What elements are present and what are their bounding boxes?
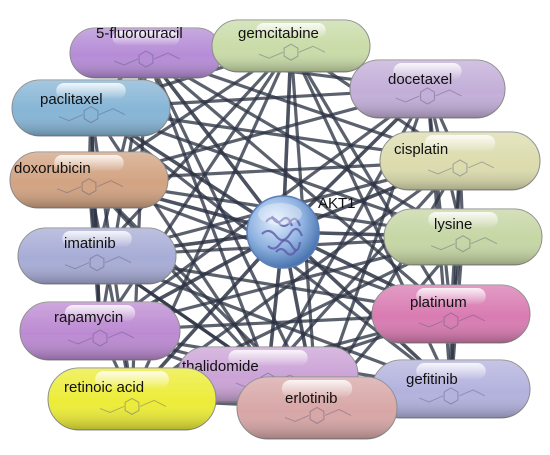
molecule-bond-icon <box>258 45 326 59</box>
drug-node-label: docetaxel <box>388 71 452 88</box>
drug-node-gloss <box>228 350 308 366</box>
edge-line <box>144 51 465 239</box>
drug-node-rapamycin[interactable]: rapamycin <box>19 301 181 361</box>
drug-node-doxorubicin[interactable]: doxorubicin <box>9 151 169 209</box>
drug-node-label: gemcitabine <box>238 25 319 42</box>
protein-ribbon <box>267 239 302 252</box>
molecule-structure-icon <box>138 50 154 68</box>
drug-node-label: platinum <box>410 294 467 311</box>
hub-label: AKT1 <box>318 195 356 212</box>
drug-node-label: paclitaxel <box>40 91 103 108</box>
drug-node-docetaxel[interactable]: docetaxel <box>349 59 506 119</box>
drug-node-shade <box>384 209 542 265</box>
molecule-structure-icon <box>92 329 108 347</box>
drug-node-gloss <box>428 212 498 228</box>
molecule-bond-icon <box>418 389 486 403</box>
drug-node-gloss <box>281 380 353 398</box>
molecule-bond-icon <box>395 89 462 103</box>
molecule-structure-icon <box>420 87 435 105</box>
molecule-structure-icon <box>443 312 459 330</box>
molecule-bond-icon <box>99 399 167 413</box>
protein-ribbon <box>270 215 294 227</box>
drug-node-label: doxorubicin <box>14 160 91 177</box>
drug-node-gemcitabine[interactable]: gemcitabine <box>211 19 371 73</box>
drug-node-label: cisplatin <box>394 141 448 158</box>
drug-node-paclitaxel[interactable]: paclitaxel <box>11 79 171 137</box>
molecule-structure-icon <box>455 235 471 253</box>
drug-node-gefitinib[interactable]: gefitinib <box>371 359 531 419</box>
drug-node-label: gefitinib <box>406 371 458 388</box>
drug-node-shade <box>20 302 180 360</box>
drug-node-shade <box>372 360 530 418</box>
edge-line <box>289 44 453 316</box>
molecule-bond-icon <box>284 408 352 422</box>
drug-node-5-fluorouracil[interactable]: 5-fluorouracil <box>69 25 223 79</box>
drug-node-shade <box>350 60 505 118</box>
molecule-bond-icon <box>56 180 124 194</box>
hub-gloss <box>258 203 302 225</box>
drug-node-imatinib[interactable]: imatinib <box>17 227 177 285</box>
drug-node-label: lysine <box>434 216 472 233</box>
molecule-structure-icon <box>309 406 325 424</box>
drug-node-shade <box>372 285 530 343</box>
molecule-structure-icon <box>443 387 459 405</box>
drug-node-shade <box>380 132 540 190</box>
drug-node-label: thalidomide <box>182 358 259 375</box>
drug-node-cisplatin[interactable]: cisplatin <box>379 131 541 191</box>
molecule-structure-icon <box>283 43 299 61</box>
molecule-structure-icon <box>452 159 468 177</box>
drug-node-gloss <box>416 363 486 380</box>
drug-node-gloss <box>424 135 496 152</box>
protein-structure-icon <box>261 215 304 256</box>
drug-node-shade <box>212 20 370 72</box>
drug-node-gloss <box>256 23 326 38</box>
protein-ribbon <box>275 247 297 256</box>
drug-node-gloss <box>112 31 180 45</box>
molecule-bond-icon <box>64 256 132 270</box>
drug-node-platinum[interactable]: platinum <box>371 284 531 344</box>
drug-node-label: retinoic acid <box>64 379 144 396</box>
molecule-bond-icon <box>418 314 486 328</box>
hub-circle <box>246 195 320 269</box>
molecule-structure-icon <box>89 254 105 272</box>
drug-node-shade <box>48 368 216 430</box>
drug-node-gloss <box>54 155 124 171</box>
drug-node-label: rapamycin <box>54 309 123 326</box>
drug-node-gloss <box>95 371 169 389</box>
node-layer: 5-fluorouracil gemcitabine docetaxel paclit… <box>9 19 543 440</box>
drug-node-label: 5-fluorouracil <box>96 25 183 42</box>
hub-node-akt1[interactable]: AKT1 <box>246 195 356 269</box>
drug-node-shade <box>12 80 170 136</box>
molecule-bond-icon <box>67 331 135 345</box>
edge-line <box>87 178 134 401</box>
drug-node-gloss <box>416 288 486 305</box>
drug-node-gloss <box>393 63 462 80</box>
drug-node-lysine[interactable]: lysine <box>383 208 543 266</box>
edge-line <box>87 178 270 377</box>
drug-node-erlotinib[interactable]: erlotinib <box>236 376 398 440</box>
drug-node-gloss <box>64 305 136 322</box>
drug-node-gloss <box>56 83 126 99</box>
molecule-structure-icon <box>83 106 99 124</box>
molecule-bond-icon <box>58 108 126 122</box>
drug-node-gloss <box>62 231 132 247</box>
drug-node-shade <box>18 228 176 284</box>
edge-line <box>266 159 462 377</box>
drug-node-label: erlotinib <box>285 390 338 407</box>
drug-node-shade <box>237 377 397 439</box>
molecule-structure-icon <box>124 397 140 415</box>
molecule-structure-icon <box>81 178 97 196</box>
molecule-bond-icon <box>430 237 498 251</box>
molecule-bond-icon <box>113 52 181 66</box>
drug-node-shade <box>70 28 222 78</box>
drug-node-label: imatinib <box>64 235 116 252</box>
drug-node-retinoic-acid[interactable]: retinoic acid <box>47 367 217 431</box>
molecule-bond-icon <box>427 161 495 175</box>
drug-node-shade <box>10 152 168 208</box>
